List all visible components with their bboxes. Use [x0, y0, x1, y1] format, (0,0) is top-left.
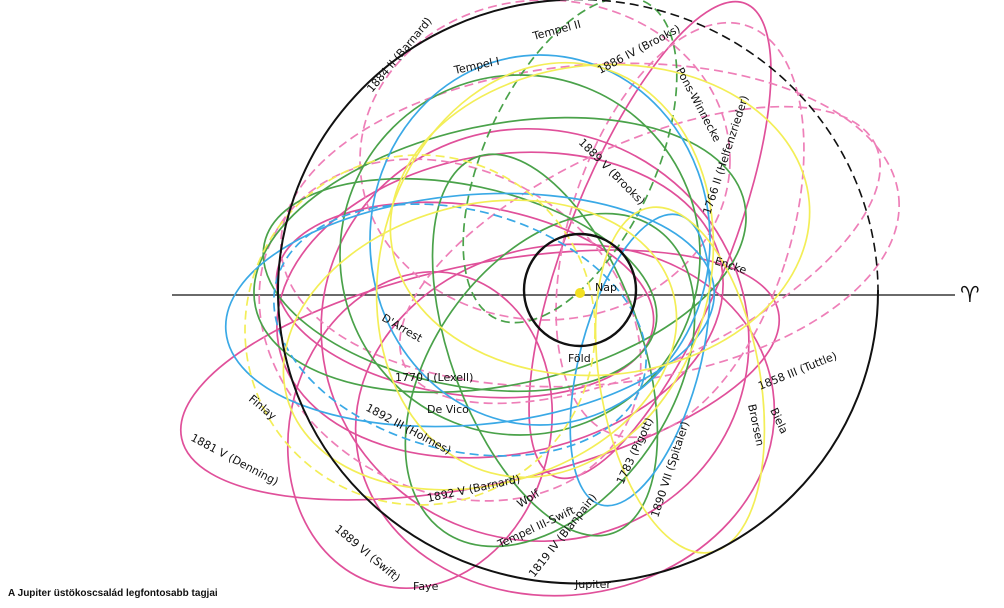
orbit-pink-dashed: [258, 158, 642, 502]
comet-orbits: [179, 0, 900, 597]
jupiter-label: Jupiter: [574, 578, 611, 591]
orbit-pink: [528, 0, 772, 480]
jupiter-orbit-dashed: [560, 0, 879, 291]
equinox-symbol: ♈: [960, 283, 980, 308]
orbit-green: [404, 212, 696, 548]
orbit-pink-dashed: [359, 0, 731, 321]
orbit-pink: [320, 127, 750, 543]
sun-label: Nap: [595, 281, 617, 294]
orbit-yellow: [282, 199, 678, 491]
orbit-blue-dashed: [273, 203, 647, 457]
earth-label: Föld: [568, 352, 591, 365]
orbit-pink-dashed: [555, 21, 805, 439]
sun-marker: [575, 288, 585, 298]
orbit-pink: [179, 249, 781, 501]
orbit-pink: [286, 270, 554, 590]
orbit-yellow: [389, 63, 811, 377]
orbit-yellow: [594, 206, 766, 554]
comet-label: Pons-Winnecke: [673, 65, 723, 144]
comet-label: 1886 IV (Brooks): [595, 22, 682, 77]
comet-label: Finlay: [246, 392, 279, 423]
orbit-pink: [354, 243, 776, 597]
comet-label: 1884 II (Barnard): [364, 15, 434, 95]
orbit-green: [262, 177, 658, 393]
orbit-blue: [569, 213, 711, 507]
comet-label: Faye: [413, 580, 439, 593]
comet-label: 1889 VI (Swift): [332, 522, 403, 584]
comet-label: Tempel II: [530, 18, 582, 44]
figure-caption: A Jupiter üstökoscsalád legfontosabb tag…: [8, 588, 218, 599]
orbit-pink-dashed: [398, 105, 882, 405]
orbit-green: [253, 116, 747, 394]
comet-label: 1770 I (Lexell): [395, 371, 473, 384]
comet-label: De Vico: [427, 403, 469, 416]
orbit-yellow: [375, 61, 715, 479]
orbit-blue: [369, 54, 711, 426]
jupiter-orbit: [277, 0, 880, 585]
comet-label: Biela: [767, 406, 790, 436]
orbit-blue: [224, 192, 716, 428]
orbit-green-dashed: [462, 0, 678, 324]
orbit-pink: [275, 201, 655, 399]
comet-label: Tempel I: [452, 55, 501, 77]
comet-label: 1881 V (Denning): [189, 431, 281, 488]
earth-orbit: [522, 232, 638, 348]
